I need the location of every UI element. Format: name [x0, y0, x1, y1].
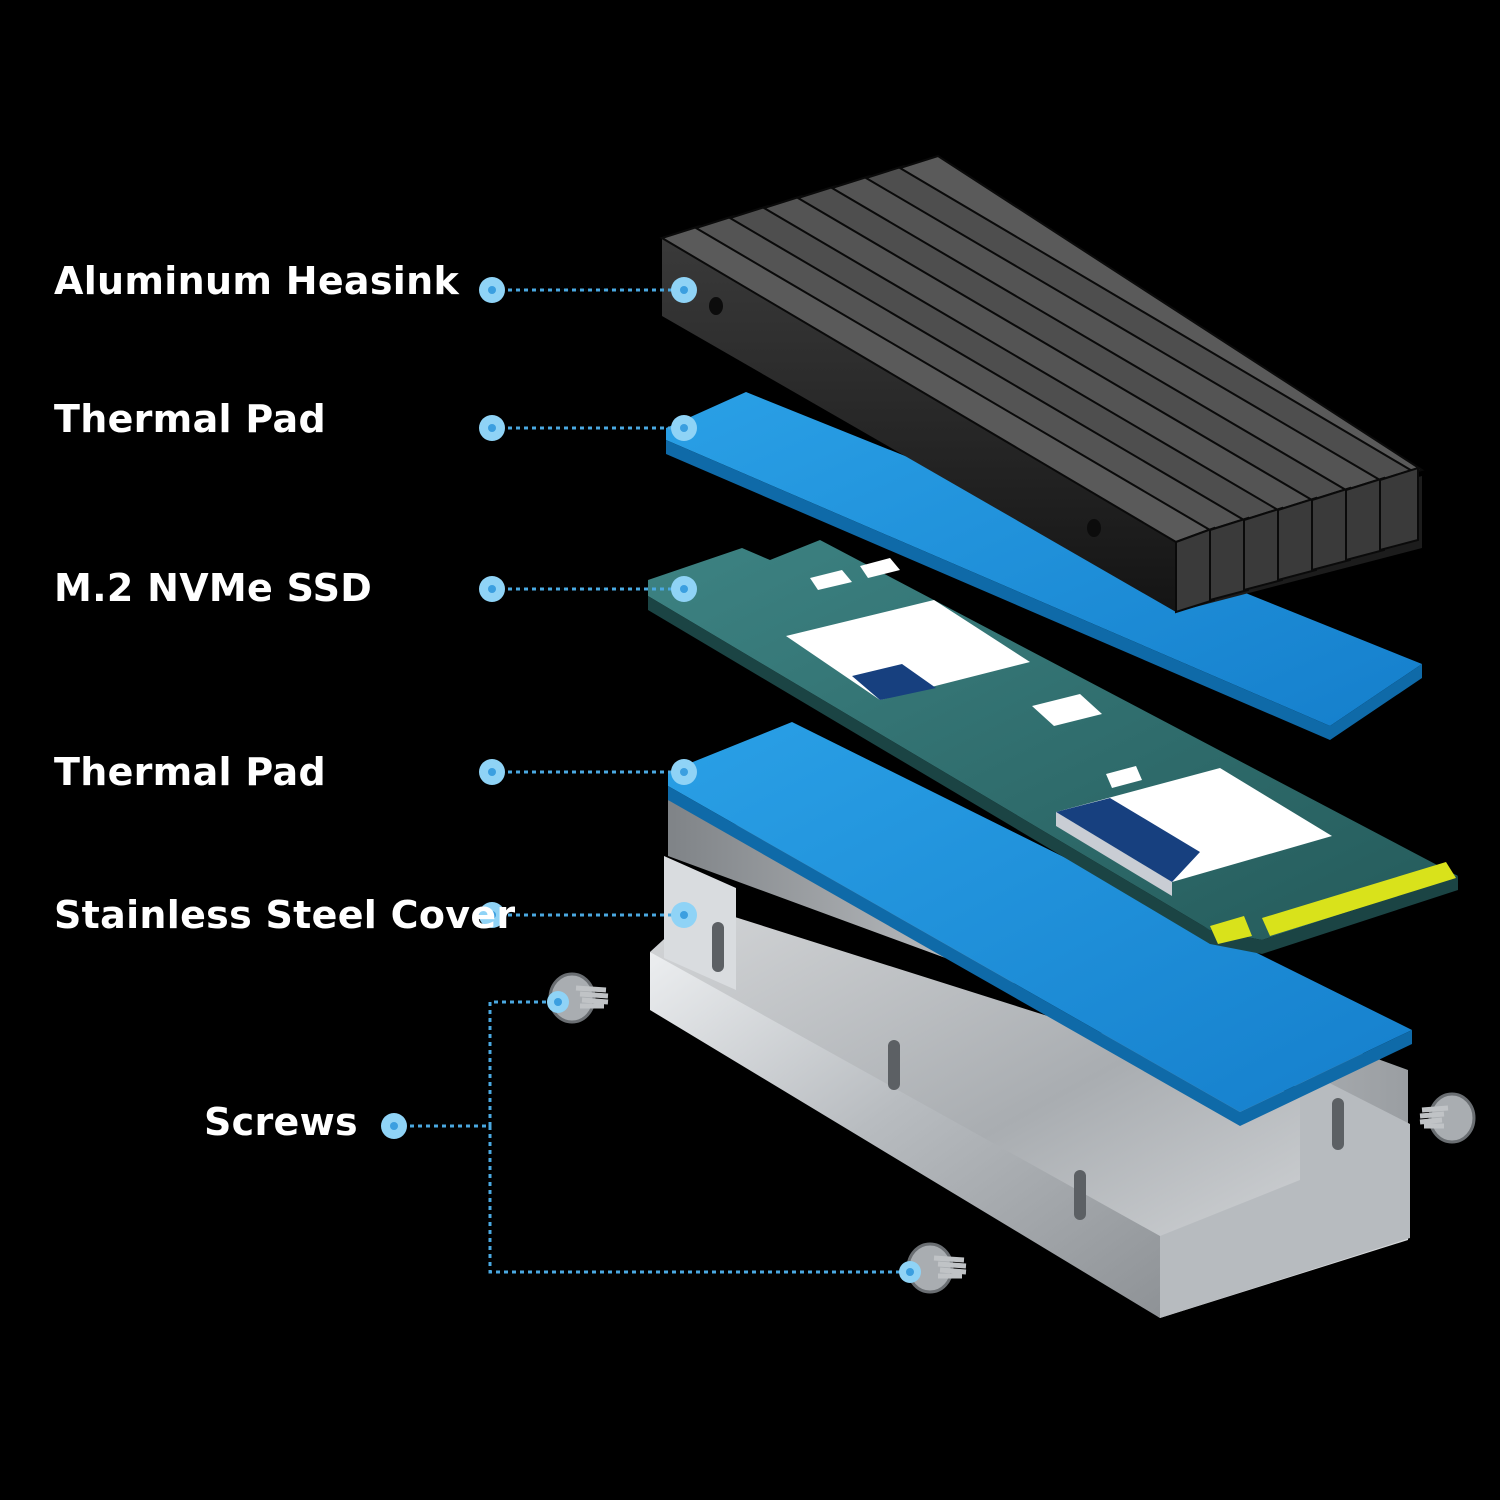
thermal-pad-bottom [668, 722, 1412, 1126]
callout-dot-centers [390, 286, 914, 1276]
ssd-component [1106, 766, 1142, 788]
ssd-controller-chip [786, 600, 1030, 700]
ssd-component [810, 570, 852, 590]
ssd-gold-contacts [1262, 862, 1456, 936]
ssd-component [1032, 694, 1102, 726]
callout-lines [394, 288, 910, 1274]
cover-front-wall [650, 952, 1160, 1318]
heatsink-base [662, 238, 1176, 612]
cover-slot [1332, 1098, 1344, 1150]
aluminum-heatsink [659, 154, 1425, 614]
ssd-component [860, 558, 900, 578]
screw [1419, 1092, 1476, 1144]
label-screws: Screws [204, 1100, 358, 1144]
cover-slot [712, 922, 724, 972]
heatsink-mount-hole [709, 297, 723, 315]
m2-nvme-ssd [648, 540, 1458, 954]
heatsink-fins [659, 154, 1425, 544]
cover-right-wall [1160, 1068, 1410, 1318]
label-aluminum-heatsink: Aluminum Heasink [54, 259, 460, 303]
cover-slot [1074, 1170, 1086, 1220]
label-thermal-pad-top: Thermal Pad [54, 397, 326, 441]
label-stainless-steel-cover: Stainless Steel Cover [54, 893, 516, 937]
heatsink-mount-hole [1087, 519, 1101, 537]
screw [906, 1242, 967, 1294]
cover-slot [888, 1040, 900, 1090]
heatsink-fin-ends [1175, 466, 1419, 614]
label-m2-nvme-ssd: M.2 NVMe SSD [54, 566, 373, 610]
label-thermal-pad-bottom: Thermal Pad [54, 750, 326, 794]
thermal-pad-top [666, 392, 1422, 740]
ssd-gold-contacts [1210, 916, 1252, 944]
